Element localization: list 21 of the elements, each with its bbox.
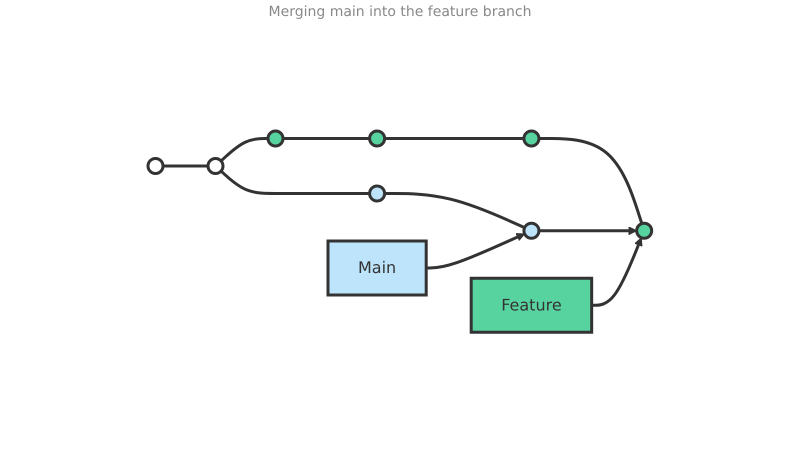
connector	[384, 137, 524, 140]
connector	[163, 164, 208, 168]
node-circle	[146, 157, 165, 176]
node-box: Feature	[470, 277, 594, 334]
diagram-title: Merging main into the feature branch	[268, 4, 532, 20]
node-circle	[368, 130, 386, 148]
node-box: Main	[326, 240, 428, 297]
connector	[220, 137, 268, 162]
node-circle	[266, 130, 285, 148]
connector	[384, 192, 526, 230]
arrow	[539, 226, 638, 236]
connector	[539, 137, 644, 224]
node-circle	[368, 184, 386, 203]
arrow	[426, 233, 526, 270]
node-circle	[522, 222, 541, 240]
node-circle	[522, 130, 541, 148]
arrow	[592, 238, 643, 308]
node-circle	[635, 222, 654, 240]
node-circle	[206, 157, 225, 176]
connector	[283, 137, 370, 140]
connector	[220, 170, 370, 196]
